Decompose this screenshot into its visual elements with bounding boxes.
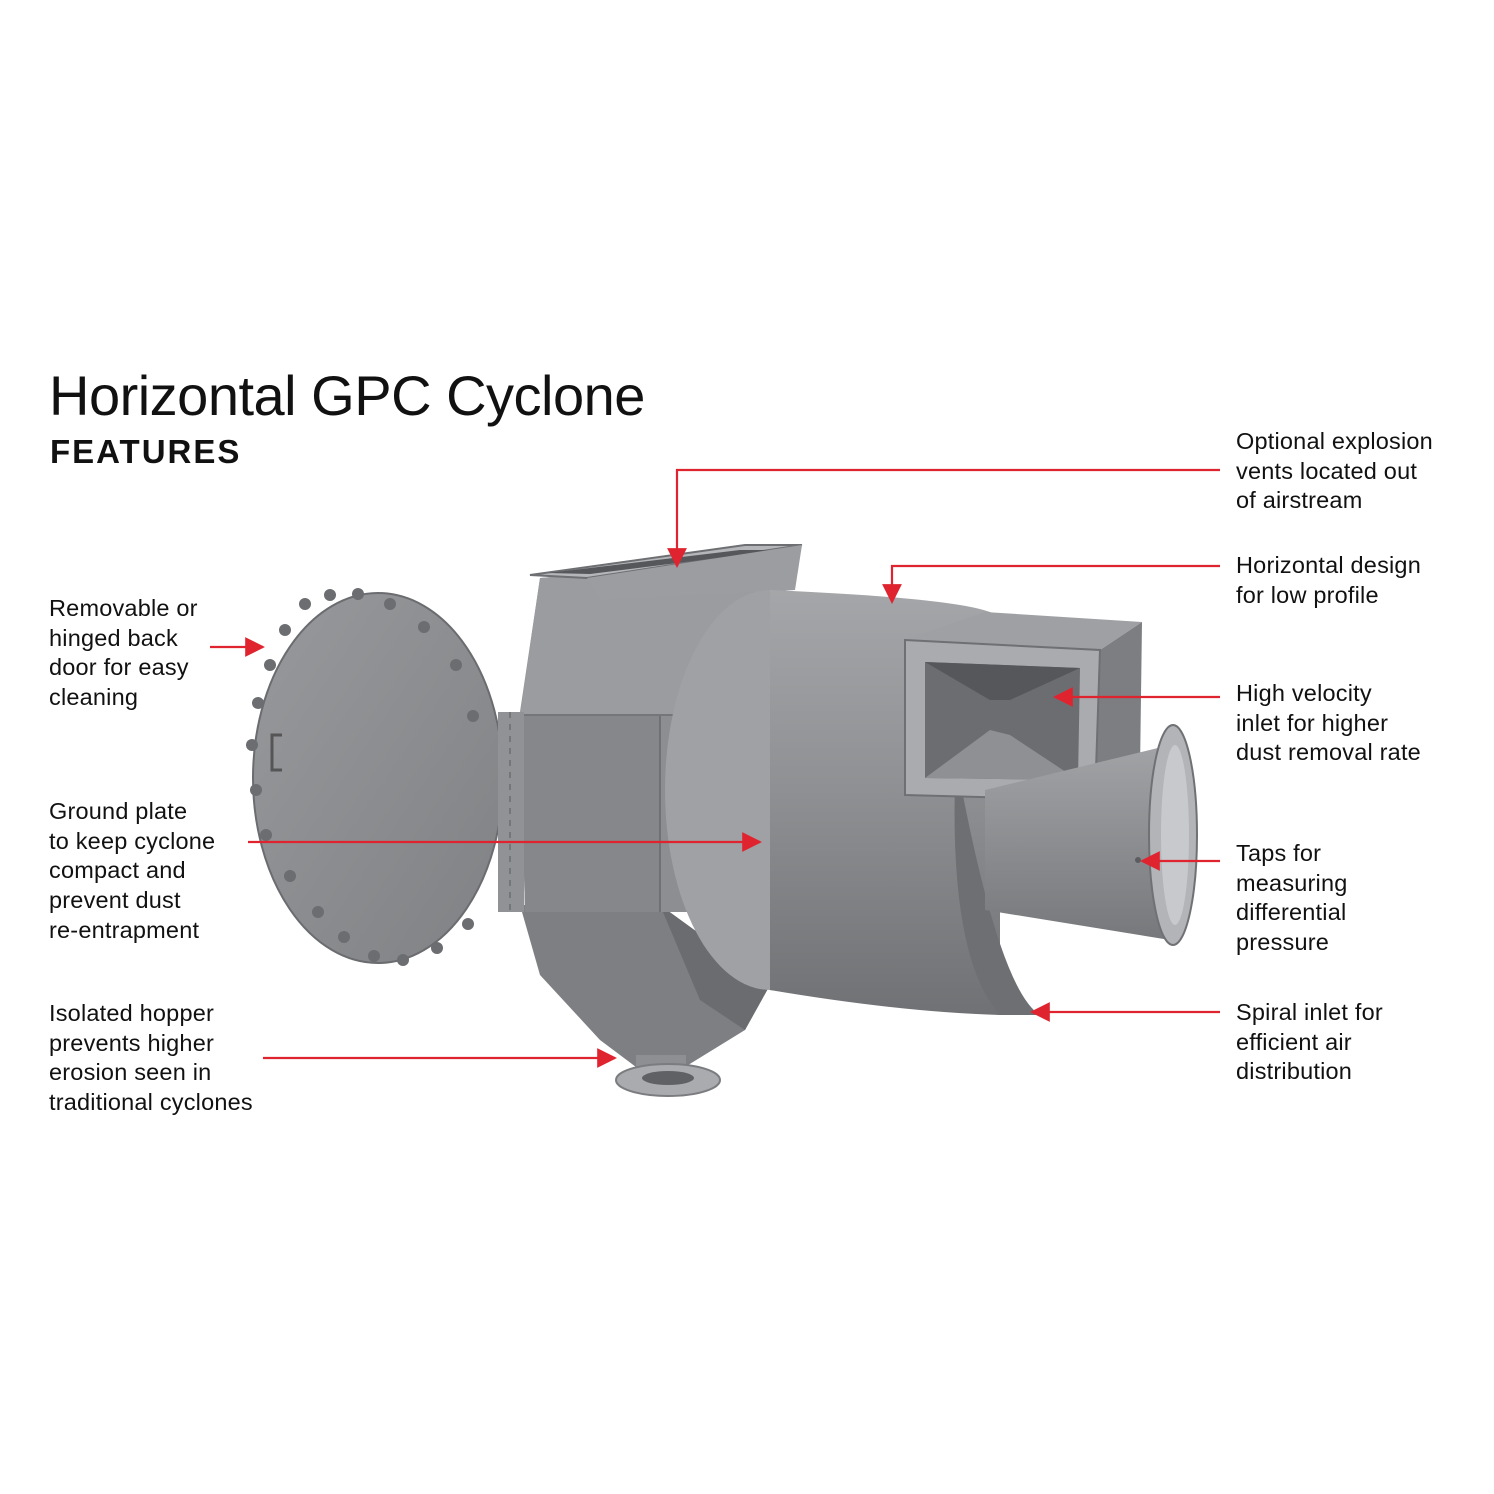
rect-inlet — [904, 612, 1142, 802]
outlet-pipe — [985, 724, 1198, 946]
callout-ground-plate: Ground plate to keep cyclone compact and… — [49, 798, 216, 943]
arrow-explosion-vents — [667, 468, 1220, 568]
page-title: Horizontal GPC Cyclone — [49, 364, 645, 427]
callout-arrows — [210, 468, 1220, 1068]
page-subtitle: FEATURES — [50, 433, 242, 470]
callout-isolated-hopper: Isolated hopper prevents higher erosion … — [49, 1000, 253, 1116]
callout-horizontal-design: Horizontal design for low profile — [1236, 552, 1421, 608]
callout-high-velocity-inlet: High velocity inlet for higher dust remo… — [1236, 680, 1421, 766]
back-door — [246, 588, 524, 966]
callout-spiral-inlet: Spiral inlet for efficient air distribut… — [1236, 999, 1383, 1085]
callout-pressure-taps: Taps for measuring differential pressure — [1236, 840, 1348, 956]
callout-back-door: Removable or hinged back door for easy c… — [49, 595, 198, 711]
callout-explosion-vents: Optional explosion vents located out of … — [1236, 428, 1433, 514]
arrow-horizontal-design — [882, 564, 1220, 604]
